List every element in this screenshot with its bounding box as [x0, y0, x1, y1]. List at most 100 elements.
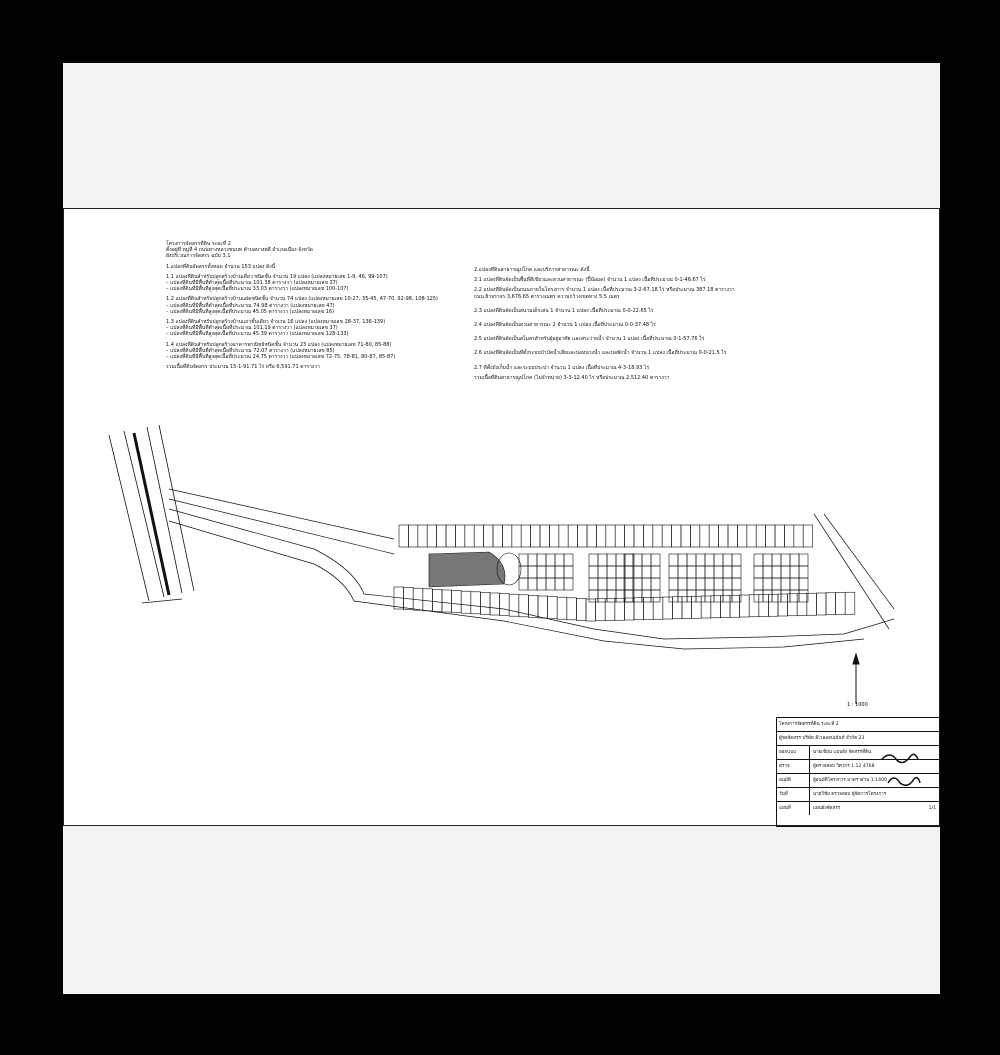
lot [445, 524, 456, 548]
lot [473, 524, 484, 548]
lot [558, 524, 569, 548]
lot [632, 577, 643, 591]
lot [774, 524, 785, 548]
lot [668, 577, 679, 591]
lot [624, 589, 635, 603]
summary-line: 2.7 ที่ตั้งถังเก็บน้ำ และระบบประปา จำนวน… [474, 364, 650, 371]
lot [511, 524, 522, 548]
summary-line: – แปลงที่ดินที่มีพื้นที่ต่ำสุดเนื้อที่ปร… [166, 280, 338, 287]
lot [527, 565, 538, 579]
lot [661, 524, 672, 548]
lot [771, 565, 782, 579]
lot [695, 565, 706, 579]
lot [426, 524, 437, 548]
lot [768, 593, 779, 617]
notes-right: 2.แปลงที่ดินสาธารณูปโภค และบริการสาธารณะ… [474, 267, 735, 381]
lot [528, 595, 539, 618]
header-line: ผังบริเวณการจัดสรร ฉบับ 3.1 [166, 253, 231, 260]
lot [615, 553, 626, 567]
lot [677, 589, 688, 603]
lot [780, 565, 791, 579]
lot [720, 595, 731, 618]
roundabout [496, 552, 522, 586]
summary-line: – แปลงที่ดินที่มีพื้นที่สูงสุดเนื้อที่ปร… [166, 331, 349, 338]
lot [677, 565, 688, 579]
lot [633, 524, 644, 548]
lot [771, 553, 782, 567]
lot [554, 565, 565, 579]
lot [771, 577, 782, 591]
lot [441, 589, 452, 613]
summary-line: – แปลงที่ดินที่มีพื้นที่สูงสุดเนื้อที่ปร… [166, 354, 396, 361]
lot [777, 593, 788, 617]
lot [793, 524, 804, 548]
lot [704, 577, 715, 591]
title-block-key: ตรวจ [777, 760, 810, 773]
green-area [428, 551, 506, 588]
lot [650, 565, 661, 579]
lot [844, 591, 856, 615]
lot [492, 524, 503, 548]
lot [731, 553, 742, 567]
header-line: ตั้งอยู่ที่ หมู่ที่ 4 ถนนทางหลวงชนบท ตำบ… [166, 247, 313, 254]
lot [713, 577, 724, 591]
lot [480, 592, 491, 615]
lot [527, 577, 538, 591]
lot [686, 553, 697, 567]
lot [710, 595, 721, 619]
lot [762, 577, 773, 591]
lot [539, 524, 550, 548]
lot [695, 577, 706, 591]
lot [588, 553, 599, 567]
title-block-cell: ผู้ตรวจสอบ วิศวกร 1.12 4768 [813, 764, 875, 769]
lot [798, 577, 809, 591]
summary-line: 2.4 แปลงที่ดินจัดเป็นสวนสาธารณะ 2 จำนวน … [474, 322, 656, 329]
lot [623, 553, 634, 567]
lot [547, 596, 558, 619]
lot [758, 594, 769, 617]
lot-rows [393, 524, 856, 622]
lot [677, 553, 688, 567]
summary-line: 2.6 แปลงที่ดินจัดเป็นที่ตั้งระบบบำบัดน้ำ… [474, 350, 727, 357]
summary-line: 2.แปลงที่ดินสาธารณูปโภค และบริการสาธารณะ… [474, 267, 590, 273]
title-block-cell: นายวิชัย ตรวจสอบ ผู้จัดการโครงการ [813, 792, 887, 797]
lot [536, 565, 547, 579]
lot [802, 524, 813, 548]
lot [398, 524, 409, 548]
lot [789, 577, 800, 591]
lot [417, 524, 428, 548]
lot [556, 596, 568, 620]
summary-line: – แปลงที่ดินที่มีพื้นที่ต่ำสุดเนื้อที่ปร… [166, 302, 335, 309]
lot [789, 589, 800, 603]
lot [436, 524, 447, 548]
lot [518, 565, 529, 579]
lot [713, 553, 724, 567]
title-block-cell: นายเขียน แบบผัง จัดสรรที่ดิน [813, 750, 872, 755]
lot [588, 577, 599, 591]
lot [713, 565, 724, 579]
lot [632, 553, 643, 567]
lot [731, 589, 742, 603]
lot [641, 565, 652, 579]
notes-left: โครงการจัดสรรที่ดิน ระยะที่ 2 ตั้งอยู่ที… [166, 241, 466, 370]
summary-line: – แปลงที่ดินที่มีพื้นที่สูงสุดเนื้อที่ปร… [166, 308, 335, 315]
lot [624, 524, 635, 548]
lot [606, 553, 617, 567]
lot [718, 524, 729, 548]
lot [624, 565, 635, 579]
lot [727, 524, 738, 548]
lot [489, 592, 500, 616]
lot [753, 565, 764, 579]
lot [680, 524, 691, 548]
lot [650, 589, 661, 603]
lot [771, 589, 782, 603]
lot [722, 589, 733, 603]
lot [624, 577, 635, 591]
lot [686, 565, 697, 579]
lot [729, 594, 740, 618]
lot [520, 524, 531, 548]
lot [614, 524, 625, 548]
summary-line: – แปลงที่ดินที่มีพื้นที่สูงสุดเนื้อที่ปร… [166, 286, 349, 293]
north-arrow-icon [852, 652, 860, 704]
lot [597, 577, 608, 591]
